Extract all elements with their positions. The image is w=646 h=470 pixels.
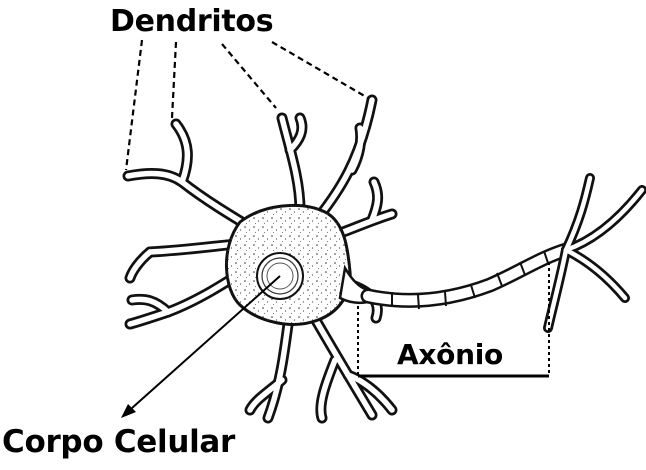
- axon-terminals: [548, 178, 642, 328]
- cell-body-label: Corpo Celular: [2, 424, 235, 460]
- dendrites-pointers: [126, 40, 368, 170]
- axon: [368, 250, 566, 309]
- dendrites-label: Dendritos: [110, 4, 273, 39]
- axon-label: Axônio: [397, 338, 503, 371]
